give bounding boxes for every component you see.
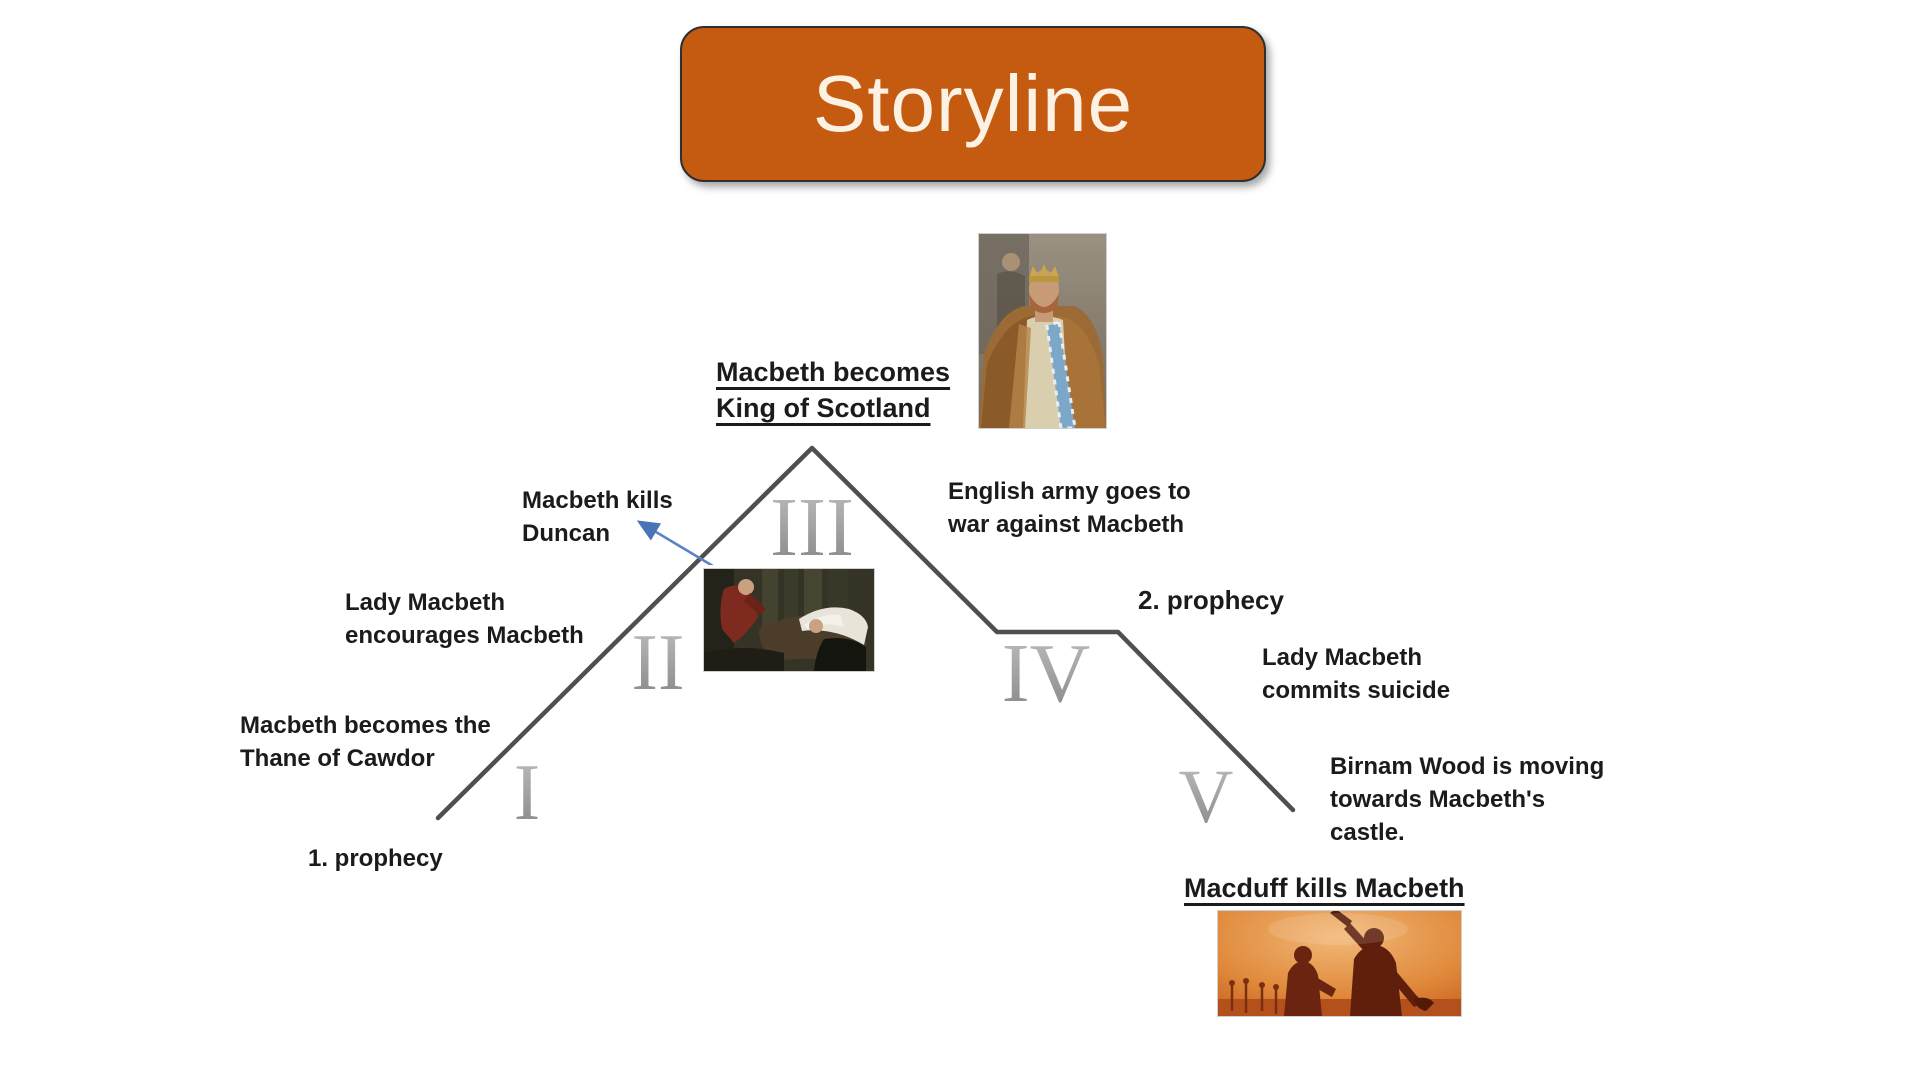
label-second-prophecy: 2. prophecy [1138,585,1284,615]
act-5-numeral: V [1178,755,1234,839]
label-first-prophecy: 1. prophecy [308,845,443,872]
label-king-of-scotland: Macbeth becomes King of Scotland [716,357,951,424]
freytag-pyramid-line [435,445,1296,821]
label-english-army: English army goes to war against Macbeth [948,478,1191,539]
label-lady-macbeth-suicide: Lady Macbeth commits suicide [1262,644,1451,705]
act-2-numeral: II [631,619,685,707]
act-1-numeral: I [513,749,541,837]
duncan-annotation-arrow [636,520,724,574]
act-3-numeral: III [770,481,854,574]
king-macbeth-image [978,233,1107,429]
label-macbeth-kills-duncan: Macbeth kills Duncan [522,487,673,548]
title-banner: Storyline [680,26,1266,182]
duncan-murder-image [703,568,875,672]
label-birnam-wood: Birnam Wood is moving towards Macbeth's … [1330,753,1605,847]
label-macduff-kills-macbeth: Macduff kills Macbeth [1184,873,1465,903]
label-thane-of-cawdor: Macbeth becomes the Thane of Cawdor [240,712,491,773]
page-title: Storyline [812,59,1134,148]
macduff-fight-image [1217,910,1462,1017]
act-4-numeral: IV [1001,627,1091,720]
label-lady-macbeth-encourages: Lady Macbeth encourages Macbeth [345,589,584,650]
